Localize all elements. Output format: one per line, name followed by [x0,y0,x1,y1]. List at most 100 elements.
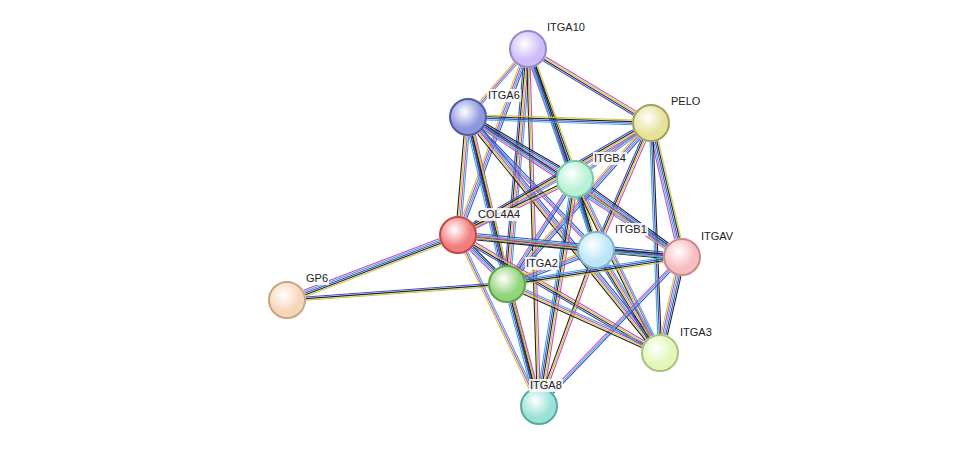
interaction-edge [661,275,681,335]
evidence-line [484,128,666,247]
evidence-line [457,136,464,216]
evidence-line [477,240,663,258]
node-label: ITGA8 [529,379,563,392]
evidence-line [655,142,677,239]
node-circle [520,387,558,425]
interaction-edge [477,234,664,259]
evidence-line [545,58,635,112]
evidence-line [476,243,645,342]
node-circle [488,265,526,303]
evidence-line [547,268,591,388]
evidence-line [661,275,675,334]
interaction-edge [603,264,652,338]
node-label: COL4A4 [477,208,521,221]
interaction-edge [483,125,668,248]
evidence-line [304,239,440,290]
protein-node: GP6 [268,281,306,319]
evidence-line [474,131,634,224]
evidence-line [476,135,636,228]
evidence-line [477,238,663,256]
protein-node: ITGA6 [449,98,487,136]
protein-node: PELO [632,104,670,142]
evidence-line [306,284,488,297]
evidence-line [544,267,588,387]
interaction-edge [457,136,469,217]
evidence-line [536,67,592,232]
interaction-edge [509,302,538,389]
evidence-line [545,198,575,387]
evidence-line [524,293,642,346]
node-circle [577,231,615,269]
evidence-line [513,302,535,387]
protein-node: ITGB1 [577,231,615,269]
evidence-line [483,129,665,248]
evidence-line [466,252,531,389]
interaction-edge [615,250,663,257]
node-circle [641,334,679,372]
node-circle [268,281,306,319]
evidence-line [305,242,440,293]
evidence-line [485,125,667,244]
evidence-line [534,67,590,232]
protein-node: ITGA2 [488,265,526,303]
evidence-line [658,141,680,238]
evidence-line [484,127,666,246]
evidence-line [459,136,466,216]
node-circle [439,216,477,254]
node-label: ITGB1 [614,223,648,236]
evidence-line [523,294,641,347]
node-label: GP6 [305,272,329,285]
evidence-line [515,302,537,387]
evidence-line [536,66,570,160]
interaction-edge [544,267,591,388]
evidence-line [663,275,677,334]
evidence-line [529,68,539,387]
node-label: PELO [670,95,701,108]
evidence-line [664,276,678,335]
protein-node: ITGA3 [641,334,679,372]
evidence-line [473,130,633,223]
evidence-line [518,136,637,269]
node-label: ITGAV [700,230,734,243]
evidence-line [477,237,663,255]
node-label: ITGA3 [679,326,713,339]
evidence-line [487,120,632,125]
evidence-line [306,285,488,298]
node-circle [509,30,547,68]
evidence-line [525,291,643,344]
interaction-edge [543,57,636,116]
evidence-line [512,302,534,387]
evidence-line [510,303,532,388]
protein-node: ITGB4 [556,160,594,198]
interaction-edge [304,239,442,296]
interaction-edge [487,115,632,125]
interaction-edge [306,284,488,300]
evidence-line [305,243,441,295]
protein-node: ITGA10 [509,30,547,68]
interaction-edge [527,68,540,387]
evidence-line [538,66,572,160]
evidence-line [509,303,531,388]
interaction-edge [465,252,533,390]
node-circle [449,98,487,136]
evidence-line [477,235,663,253]
evidence-line [546,268,590,388]
evidence-line [476,189,559,229]
node-label: ITGA2 [525,257,559,270]
evidence-line [615,253,663,257]
evidence-line [533,68,589,233]
evidence-line [527,68,537,387]
protein-node: ITGA8 [520,387,558,425]
node-circle [632,104,670,142]
evidence-line [481,131,649,338]
node-label: ITGA10 [546,21,586,34]
node-label: ITGA6 [487,89,521,102]
evidence-line [605,267,649,338]
evidence-line [546,57,637,111]
evidence-line [460,136,467,216]
interaction-edge [524,255,579,280]
evidence-line [544,60,634,114]
node-circle [663,238,701,276]
node-circle [556,160,594,198]
